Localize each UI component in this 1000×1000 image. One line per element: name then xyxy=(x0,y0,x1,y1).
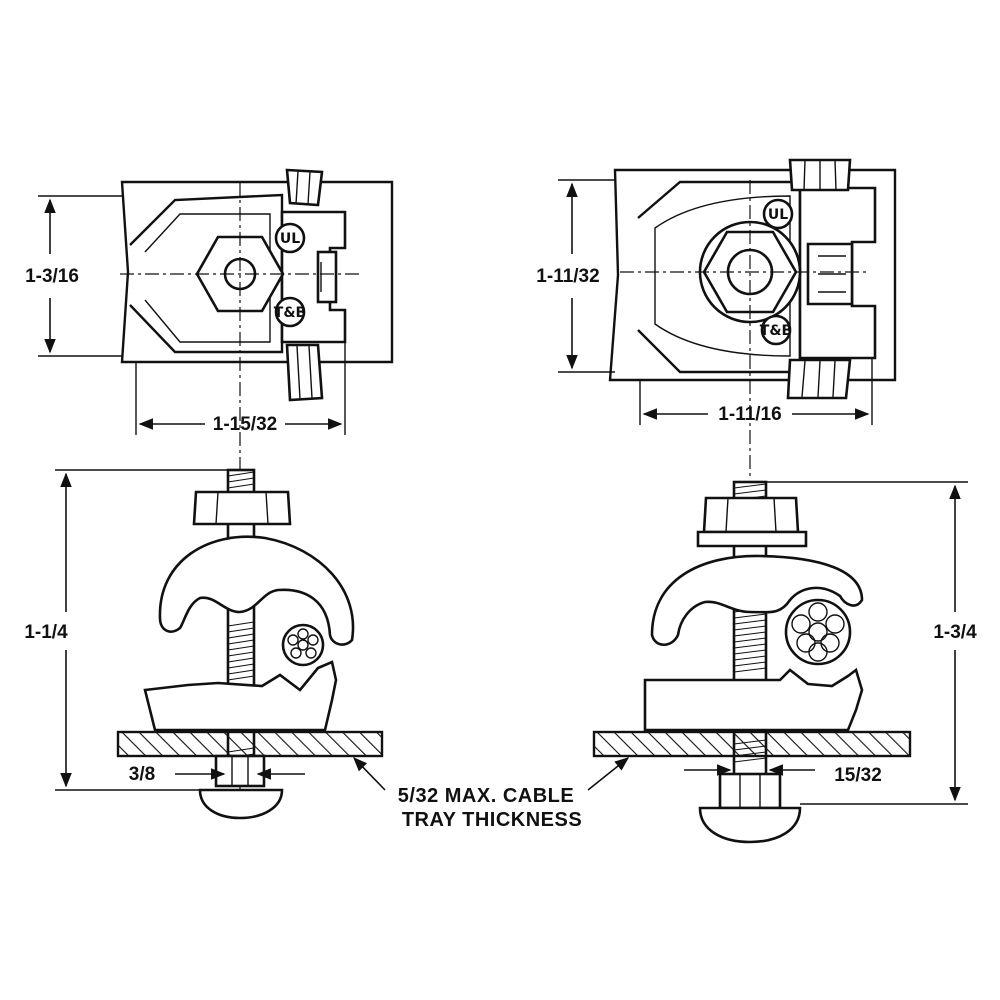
tray-thickness-note: 5/32 MAX. CABLE TRAY THICKNESS xyxy=(352,756,630,831)
left-top-height-dimension: 1-3/16 xyxy=(25,195,122,357)
right-top-view: UL T&B xyxy=(608,158,897,480)
ul-mark-left: UL xyxy=(280,231,300,247)
left-top-width-dimension: 1-15/32 xyxy=(135,342,346,435)
left-cable-bottom xyxy=(285,343,324,402)
left-side-view xyxy=(116,468,384,820)
tb-mark-left: T&B xyxy=(274,305,306,321)
right-top-width-label: 1-11/16 xyxy=(718,404,781,425)
right-clamp-body-inner xyxy=(654,195,791,357)
ul-marking-circle-right xyxy=(762,198,794,230)
right-top-nut xyxy=(702,496,800,534)
left-bottom-nut xyxy=(214,754,266,788)
tb-mark-right: T&B xyxy=(760,323,792,339)
right-bolt-width-label: 15/32 xyxy=(834,765,882,786)
right-cable-tray xyxy=(592,730,912,758)
right-side-view xyxy=(592,480,912,844)
left-bolt-width-label: 3/8 xyxy=(129,764,155,785)
right-top-washer xyxy=(696,530,808,548)
right-bolt-head xyxy=(698,806,802,844)
left-clamp-upper xyxy=(158,535,355,646)
right-bolt-threads xyxy=(733,483,767,763)
left-bolt-width-dimension: 3/8 xyxy=(129,764,305,785)
left-clamp-lower xyxy=(143,660,338,732)
left-bolt-head xyxy=(198,788,284,820)
note-leader-right xyxy=(587,757,630,791)
tb-marking-circle-left xyxy=(274,296,306,328)
note-leader-left xyxy=(352,756,386,791)
left-cable-tray xyxy=(116,730,384,758)
left-top-nut xyxy=(192,490,292,526)
left-cable-section xyxy=(281,623,325,667)
right-top-height-dimension: 1-11/32 xyxy=(536,179,615,373)
right-clamp-lower xyxy=(643,667,864,732)
right-side-height-dimension: 1-3/4 xyxy=(766,481,977,805)
right-top-height-label: 1-11/32 xyxy=(536,266,599,287)
left-tray-plate xyxy=(120,180,394,364)
left-side-height-dimension: 1-1/4 xyxy=(24,469,228,791)
left-cable-top xyxy=(285,168,324,207)
ul-marking-circle-left xyxy=(274,222,306,254)
left-top-height-label: 1-3/16 xyxy=(25,266,79,287)
right-top-width-dimension: 1-11/16 xyxy=(639,358,873,425)
left-side-height-label: 1-1/4 xyxy=(24,622,68,643)
right-cable-section xyxy=(784,598,852,666)
right-clamp-upper xyxy=(650,554,864,647)
tb-marking-circle-right xyxy=(760,314,792,346)
right-side-height-label: 1-3/4 xyxy=(933,622,977,643)
note-line-1: 5/32 MAX. CABLE xyxy=(398,785,574,807)
ul-mark-right: UL xyxy=(768,207,788,223)
right-bolt-width-dimension: 15/32 xyxy=(684,764,882,786)
left-top-view: UL T&B xyxy=(120,168,394,790)
right-bottom-nut xyxy=(718,772,782,810)
left-top-width-label: 1-15/32 xyxy=(213,414,277,435)
left-jaw-slot xyxy=(316,250,338,304)
note-line-2: TRAY THICKNESS xyxy=(402,809,582,831)
